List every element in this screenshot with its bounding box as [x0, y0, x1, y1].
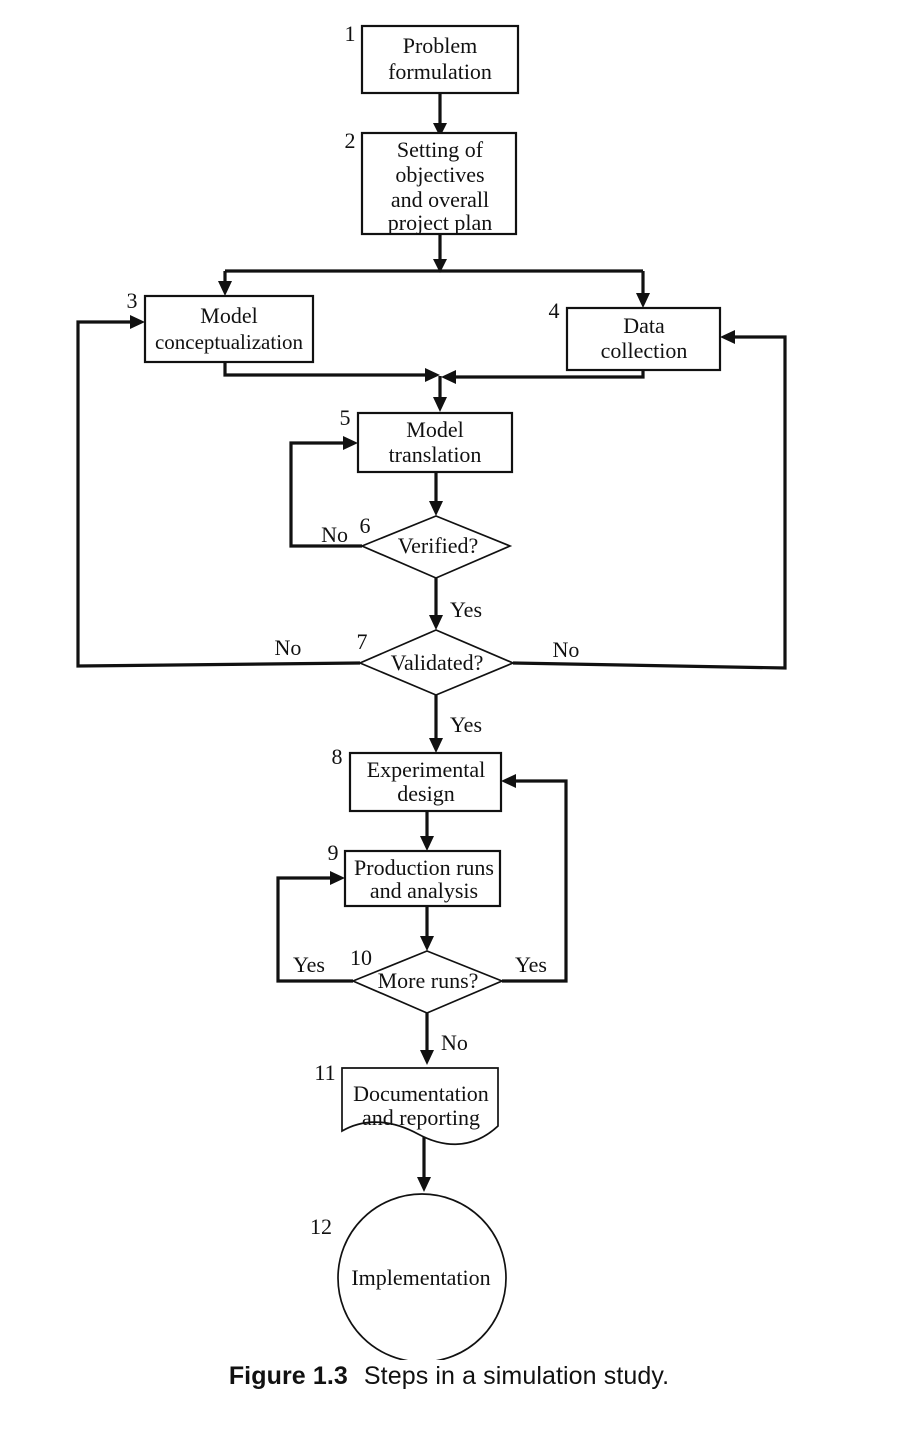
edge-merge-to-translation	[433, 376, 447, 412]
edge-label-verified-no: No	[321, 522, 348, 547]
node-label-line2: translation	[389, 442, 482, 467]
step-number-6: 6	[360, 513, 371, 538]
edge-label-validated-yes: Yes	[450, 712, 482, 737]
figure-caption-label: Figure 1.3	[228, 1362, 348, 1390]
edge-validated-no-left-to-model	[76, 315, 361, 668]
node-setting-objectives[interactable]: 2 Setting of objectives and overall proj…	[345, 128, 518, 236]
edge-label-verified-yes: Yes	[450, 597, 482, 622]
node-label-line1: Production runs	[354, 855, 494, 880]
edge-problem-to-objectives	[433, 93, 447, 137]
node-label-line2: formulation	[388, 59, 492, 84]
step-number-2: 2	[345, 128, 356, 153]
edge-verified-no-to-translation	[289, 436, 362, 548]
step-number-8: 8	[332, 744, 343, 769]
node-label-line1: Validated?	[391, 650, 484, 675]
step-number-5: 5	[340, 405, 351, 430]
node-production-runs[interactable]: 9 Production runs and analysis	[328, 840, 502, 908]
node-label-line1: More runs?	[378, 968, 479, 993]
node-label-line1: Verified?	[398, 533, 479, 558]
node-label-line2: conceptualization	[155, 330, 304, 354]
node-label-line1: Implementation	[351, 1265, 490, 1290]
figure-caption-text: Steps in a simulation study.	[363, 1362, 670, 1390]
edge-label-validated-no-left: No	[275, 635, 302, 660]
node-documentation-reporting[interactable]: 11 Documentation and reporting	[314, 1060, 499, 1146]
node-model-translation[interactable]: 5 Model translation	[340, 405, 514, 474]
node-problem-formulation[interactable]: 1 Problem formulation	[345, 21, 520, 95]
figure-caption: Figure 1.3 Steps in a simulation study.	[0, 1362, 898, 1391]
node-label-line2: and analysis	[370, 878, 478, 903]
node-label-line2: design	[397, 781, 454, 806]
edge-translation-to-verified	[429, 472, 443, 516]
node-data-collection[interactable]: 4 Data collection	[549, 298, 722, 372]
edge-label-more-runs-no: No	[441, 1030, 468, 1055]
node-model-conceptualization[interactable]: 3 Model conceptualization	[127, 288, 315, 364]
edge-documentation-to-implementation	[417, 1133, 431, 1192]
node-more-runs-decision[interactable]: 10 More runs?	[350, 945, 505, 1014]
node-label-line1: Experimental	[367, 757, 486, 782]
step-number-3: 3	[127, 288, 138, 313]
node-label-line2: collection	[601, 338, 688, 363]
step-number-4: 4	[549, 298, 560, 323]
node-implementation[interactable]: 12 Implementation	[310, 1193, 507, 1360]
step-number-12: 12	[310, 1214, 332, 1239]
edge-label-more-runs-yes-right: Yes	[515, 952, 547, 977]
node-validated-decision[interactable]: 7 Validated?	[357, 629, 516, 696]
step-number-7: 7	[357, 629, 368, 654]
node-label-line1: Data	[623, 313, 665, 338]
node-label-line4: project plan	[388, 210, 492, 235]
node-label-line1: Model	[406, 417, 463, 442]
edge-data-to-merge	[441, 370, 645, 384]
edge-more-runs-yes-right-to-experimental	[501, 774, 568, 983]
edge-more-runs-yes-left-to-production	[276, 871, 353, 983]
edge-validated-no-right-to-data	[512, 330, 787, 670]
node-label-line2: objectives	[395, 162, 484, 187]
step-number-1: 1	[345, 21, 356, 46]
node-label-line1: Documentation	[353, 1081, 489, 1106]
node-label-line1: Setting of	[397, 137, 484, 162]
flowchart-svg: 1 Problem formulation 2 Setting of objec…	[76, 21, 787, 1360]
node-label-line3: and overall	[391, 187, 489, 212]
edge-more-runs-no-to-documentation	[420, 1013, 434, 1065]
edge-split-to-model-and-data	[218, 269, 650, 308]
node-experimental-design[interactable]: 8 Experimental design	[332, 744, 503, 813]
node-label-line2: and reporting	[362, 1105, 480, 1130]
edge-validated-yes-to-experimental	[429, 695, 443, 753]
edge-model-to-merge	[223, 362, 440, 382]
node-label-line1: Model	[200, 303, 257, 328]
edge-label-more-runs-yes-left: Yes	[293, 952, 325, 977]
step-number-11: 11	[314, 1060, 335, 1085]
edge-verified-yes-to-validated	[429, 578, 443, 630]
edge-production-to-more-runs	[420, 906, 434, 951]
step-number-10: 10	[350, 945, 372, 970]
edge-label-validated-no-right: No	[553, 637, 580, 662]
edge-objectives-to-split	[433, 234, 447, 273]
step-number-9: 9	[328, 840, 339, 865]
node-label-line1: Problem	[403, 33, 478, 58]
node-verified-decision[interactable]: 6 Verified?	[360, 513, 513, 579]
edge-experimental-to-production	[420, 811, 434, 851]
